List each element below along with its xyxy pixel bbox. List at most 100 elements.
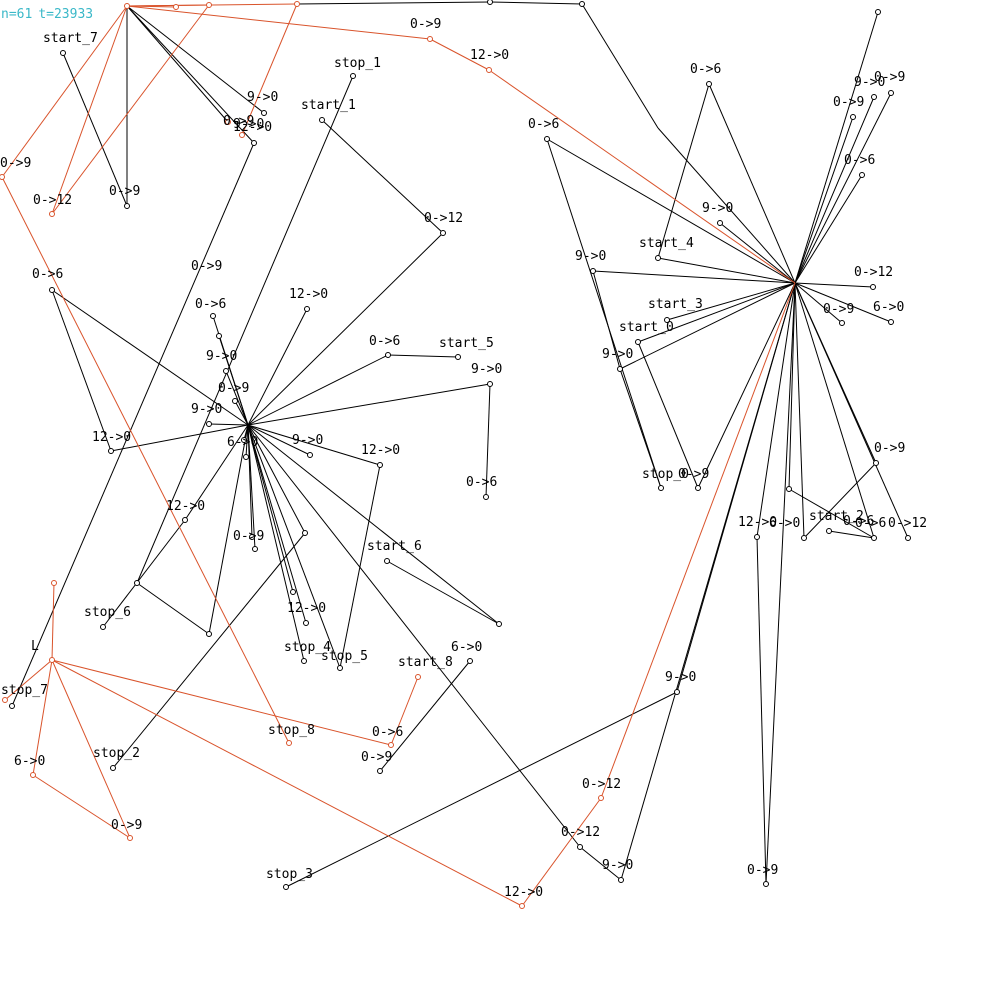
edge [657, 257, 796, 284]
graph-edges [1, 1, 909, 907]
node-label: 0->9 [833, 95, 864, 110]
graph-node [243, 454, 249, 460]
graph-node [786, 486, 792, 492]
edge [339, 464, 381, 669]
graph-node [49, 211, 55, 217]
edge [184, 424, 249, 521]
graph-node [49, 287, 55, 293]
graph-node [617, 366, 623, 372]
node-label: 12->0 [470, 48, 509, 63]
graph-node [873, 460, 879, 466]
edge [619, 282, 796, 370]
node-label: start_0 [619, 320, 674, 335]
node-label: 0->9 [874, 70, 905, 85]
node-label: 0->12 [424, 211, 463, 226]
node-label: start_1 [301, 98, 356, 113]
edge [247, 424, 307, 624]
edge [126, 5, 255, 144]
graph-node [294, 1, 300, 7]
graph-node [350, 73, 356, 79]
graph-node [467, 658, 473, 664]
graph-node [206, 2, 212, 8]
node-label: 12->0 [289, 287, 328, 302]
edge [102, 519, 186, 628]
graph-node [706, 81, 712, 87]
edge [247, 424, 306, 534]
node-label: stop_1 [334, 56, 381, 71]
edge-highlighted [51, 659, 523, 907]
node-label: stop_6 [84, 605, 131, 620]
graph-node [377, 768, 383, 774]
node-label: 9->0 [602, 347, 633, 362]
node-label: 6->0 [451, 640, 482, 655]
graph-node [486, 67, 492, 73]
graph-node [307, 452, 313, 458]
edge-highlighted [1, 176, 290, 744]
node-label: start_5 [439, 336, 494, 351]
edge [794, 116, 854, 284]
edge [794, 282, 892, 323]
graph-node [763, 881, 769, 887]
graph-node [859, 172, 865, 178]
graph-node [0, 174, 5, 180]
graph-node [754, 534, 760, 540]
graph-node [100, 624, 106, 630]
graph-node [850, 114, 856, 120]
edge-highlighted [4, 659, 53, 701]
edge [225, 370, 249, 426]
edge [51, 289, 112, 452]
graph-nodes [0, 0, 911, 909]
graph-node [261, 110, 267, 116]
graph-node [905, 535, 911, 541]
node-label: 6->0 [227, 435, 258, 450]
edge [485, 383, 491, 498]
graph-node [544, 136, 550, 142]
node-label: start_3 [648, 297, 703, 312]
node-label: 9->0 [233, 117, 264, 132]
node-label: stop_5 [321, 649, 368, 664]
node-label: 9->0 [702, 201, 733, 216]
node-label: 6->0 [873, 300, 904, 315]
node-label: start_6 [367, 539, 422, 554]
time-counter: t=23933 [38, 7, 94, 22]
graph-node [635, 339, 641, 345]
graph-node [440, 230, 446, 236]
graph-node [487, 381, 493, 387]
node-label: 0->12 [854, 265, 893, 280]
edge-highlighted [126, 5, 431, 40]
edge [697, 282, 796, 489]
graph-node [415, 674, 421, 680]
graph-node [108, 448, 114, 454]
edge [794, 96, 875, 284]
edge-highlighted [51, 659, 392, 746]
node-label: 9->0 [292, 433, 323, 448]
edge [247, 308, 308, 426]
graph-node [888, 319, 894, 325]
graph-node [801, 535, 807, 541]
node-label: 0->6 [844, 153, 875, 168]
node-label: 0->9 [109, 184, 140, 199]
node-label: 6->0 [769, 516, 800, 531]
edge [765, 282, 796, 885]
node-label: 0->9 [0, 156, 31, 171]
edge [657, 127, 796, 284]
graph-node [519, 903, 525, 909]
graph-node [2, 697, 8, 703]
edge [794, 11, 879, 284]
edge-highlighted [32, 659, 53, 776]
graph-node [674, 689, 680, 695]
graph-node [577, 844, 583, 850]
edge [794, 282, 843, 324]
edge [794, 174, 863, 284]
node-label: 0->6 [690, 62, 721, 77]
node-label: 12->0 [233, 120, 272, 135]
node-label: 9->0 [665, 670, 696, 685]
graph-node [49, 657, 55, 663]
edge [788, 488, 875, 539]
graph-node [124, 203, 130, 209]
graph-node [385, 352, 391, 358]
edge [546, 138, 796, 284]
edge [379, 660, 471, 772]
graph-node [377, 462, 383, 468]
